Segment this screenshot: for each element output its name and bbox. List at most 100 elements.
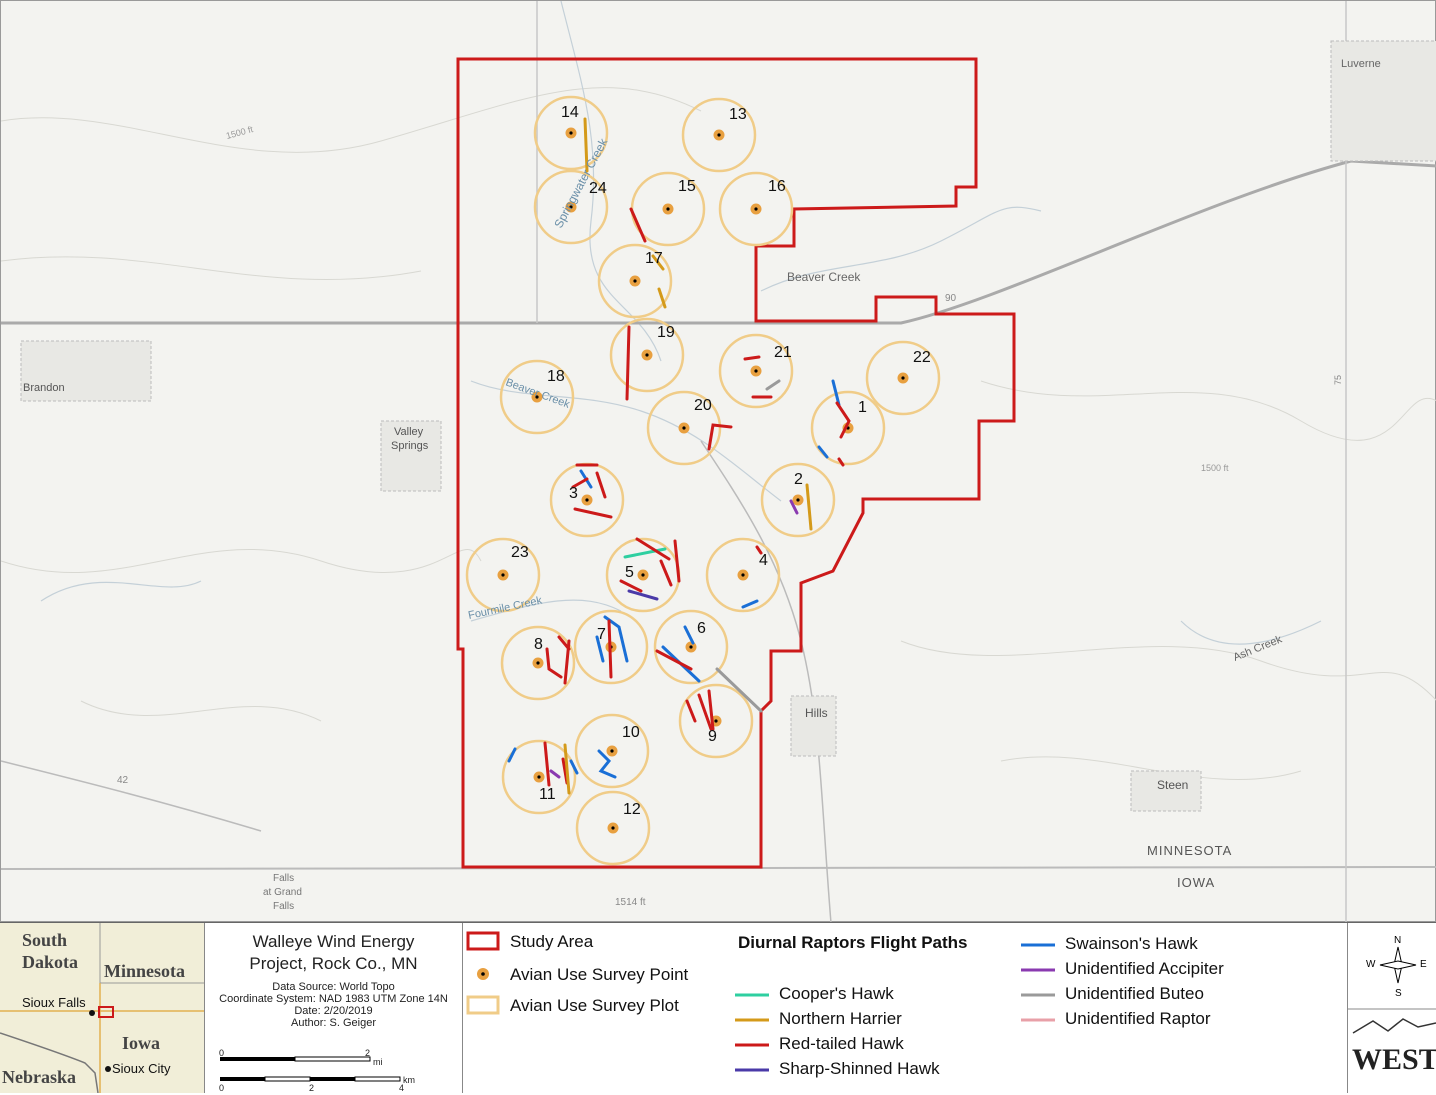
flight-path: [627, 589, 659, 601]
legend-study-area-swatch: [466, 931, 500, 951]
compass-logo-svg: [1348, 946, 1436, 1034]
footer: South Dakota Minnesota Iowa Nebraska Sio…: [0, 922, 1436, 1093]
ash-creek-label: Ash Creek: [1232, 633, 1285, 664]
flight-path: [707, 689, 715, 731]
survey-point-label: 21: [774, 344, 792, 361]
survey-point-label: 23: [511, 544, 529, 561]
survey-plots: [465, 95, 941, 866]
legend-species-label: Unidentified Accipiter: [1065, 959, 1224, 978]
map-date: Date: 2/20/2019: [294, 1005, 373, 1017]
legend-plot-swatch: [466, 995, 500, 1015]
legend-species-label: Sharp-Shinned Hawk: [779, 1059, 940, 1078]
flight-path: [563, 639, 571, 685]
flight-path: [683, 625, 695, 645]
topo-lines: [1, 87, 1436, 781]
survey-plot: [533, 169, 609, 245]
flight-path: [673, 539, 681, 583]
inset-sioux-city: Sioux City: [112, 1061, 171, 1076]
sioux-falls-dot: [89, 1010, 95, 1016]
hills-label: Hills: [805, 706, 828, 720]
inset-nebraska: Nebraska: [2, 1067, 77, 1087]
road-42-label: 42: [117, 775, 129, 786]
elevation-label-2: 1500 ft: [1201, 463, 1229, 473]
legend-flight-title: Diurnal Raptors Flight Paths: [738, 933, 968, 952]
fourmile-creek-label: Fourmile Creek: [467, 594, 544, 621]
elevation-label-3: 1514 ft: [615, 897, 646, 908]
scale-bar: [220, 1056, 401, 1082]
survey-point-label: 13: [729, 106, 747, 123]
compass-w: W: [1366, 959, 1376, 970]
inset-study-marker: [98, 1006, 114, 1018]
flight-paths: [507, 117, 851, 795]
flight-path: [805, 483, 813, 531]
survey-plot: [653, 609, 729, 685]
flight-path: [657, 287, 667, 309]
flight-path: [651, 254, 665, 271]
survey-plot: [718, 171, 794, 247]
survey-plot: [718, 333, 794, 409]
survey-plot: [499, 359, 575, 435]
flight-path: [765, 379, 781, 391]
inset-svg: [0, 923, 204, 1093]
luverne-label: Luverne: [1341, 58, 1381, 70]
survey-plot: [573, 609, 649, 685]
flight-path: [659, 559, 673, 587]
flight-path: [543, 741, 551, 787]
flight-path: [571, 477, 589, 489]
flight-path: [835, 401, 851, 439]
sioux-city-dot: [105, 1066, 111, 1072]
inset-minnesota: Minnesota: [104, 961, 185, 981]
inset-sioux-falls: Sioux Falls: [22, 995, 86, 1010]
flight-path: [707, 423, 733, 451]
survey-point-label: 7: [597, 626, 606, 643]
flight-path: [817, 445, 829, 459]
flight-path: [629, 207, 647, 243]
road-90-label: 90: [945, 293, 957, 304]
falls-label-2: at Grand: [263, 887, 302, 898]
minnesota-label: MINNESOTA: [1147, 843, 1232, 858]
map-info: Walleye Wind Energy Project, Rock Co., M…: [205, 923, 463, 1093]
compass-s: S: [1395, 988, 1402, 999]
flight-path: [715, 667, 763, 713]
iowa-label: IOWA: [1177, 875, 1215, 890]
flight-path: [755, 545, 763, 555]
flight-path: [743, 355, 761, 361]
survey-point-label: 1: [858, 399, 867, 416]
flight-path: [635, 537, 671, 561]
survey-point-label: 15: [678, 178, 696, 195]
mountain-icon: [1352, 1018, 1436, 1034]
flight-path: [623, 547, 667, 559]
flight-path: [549, 769, 561, 779]
scale-km-0: 0: [219, 1083, 225, 1093]
survey-point-label: 24: [589, 180, 607, 197]
legend-species-label: Swainson's Hawk: [1065, 934, 1198, 953]
compass-icon: [1379, 946, 1417, 984]
flight-path: [563, 743, 571, 795]
survey-plot: [533, 95, 609, 171]
map-author: Author: S. Geiger: [291, 1017, 376, 1029]
survey-plot: [705, 537, 781, 613]
survey-plot: [500, 625, 576, 701]
legend-study-area: Study Area: [510, 932, 594, 951]
survey-point-label: 5: [625, 564, 634, 581]
survey-plot: [760, 462, 836, 538]
flight-path: [655, 649, 693, 671]
survey-point-label: 3: [569, 485, 578, 502]
compass-n: N: [1394, 935, 1402, 946]
flight-path: [507, 747, 517, 763]
scale-mi-2: 2: [365, 1048, 371, 1058]
survey-point-label: 12: [623, 801, 641, 818]
flight-path: [569, 759, 579, 775]
inset-south-dakota: South Dakota: [22, 930, 79, 972]
survey-plot: [465, 537, 541, 613]
flight-path: [607, 619, 613, 679]
west-logo: WEST: [1352, 1043, 1436, 1076]
flight-path: [697, 693, 713, 731]
logo-panel: N S E W WEST: [1348, 923, 1436, 1093]
survey-plot: [810, 390, 886, 466]
falls-label-3: Falls: [273, 901, 294, 912]
data-source: Data Source: World Topo: [272, 981, 395, 993]
falls-label: Falls: [273, 873, 294, 884]
